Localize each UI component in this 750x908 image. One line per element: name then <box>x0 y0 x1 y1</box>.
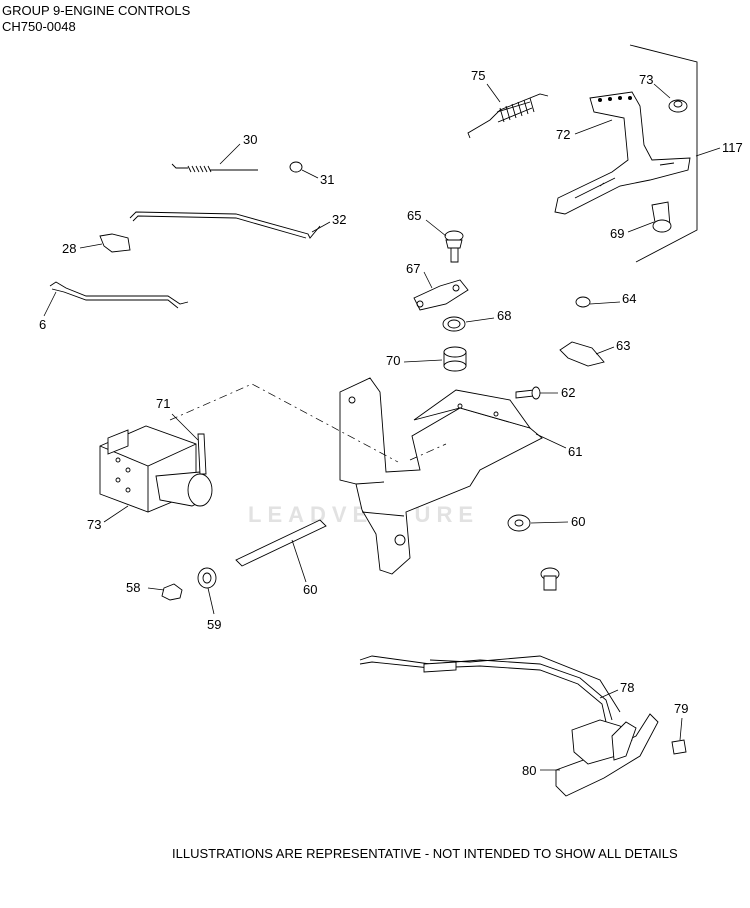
callout-65: 64 <box>622 291 637 306</box>
part-60-rod <box>235 519 327 567</box>
diagram-code: CH750-0048 <box>2 19 76 34</box>
part-6-rod <box>49 281 189 309</box>
part-32-rod <box>129 211 321 239</box>
watermark-logo: LEADVENTURE <box>248 502 480 527</box>
part-65-nut <box>575 296 591 308</box>
callout-77: 75 <box>471 68 486 83</box>
part-58-nut <box>161 583 183 601</box>
part-76-nut <box>668 99 688 113</box>
bolt-unlabeled <box>540 567 560 591</box>
callout-73-label: 73 <box>87 517 102 532</box>
part-68-bracket <box>413 279 469 311</box>
callout-69: 68 <box>497 308 512 323</box>
part-70-bushing <box>443 346 467 372</box>
part-79-screw <box>671 739 687 755</box>
disclaimer-footer: ILLUSTRATIONS ARE REPRESENTATIVE - NOT I… <box>172 846 678 861</box>
callout-61: 60 <box>571 514 586 529</box>
callout-32: 32 <box>332 212 347 227</box>
callout-70: 70 <box>386 353 401 368</box>
callout-62: 61 <box>568 444 583 459</box>
part-73-solenoid <box>99 425 213 513</box>
callout-30: 30 <box>243 132 258 147</box>
assembly-line-a <box>169 383 399 463</box>
callout-79: 79 <box>674 701 689 716</box>
group-title: GROUP 9-ENGINE CONTROLS <box>2 3 191 18</box>
callout-67: 65 <box>407 208 422 223</box>
callout-6: 6 <box>39 317 47 332</box>
callout-71: 69 <box>610 226 625 241</box>
part-80-bracket <box>555 713 659 797</box>
part-64-clamp <box>559 341 605 367</box>
callout-64: 63 <box>616 338 631 353</box>
callout-117: 117 <box>722 140 743 155</box>
part-61-washer <box>507 514 531 532</box>
part-71-pin <box>651 201 672 233</box>
part-31-nut <box>289 161 303 173</box>
callout-59: 59 <box>207 617 222 632</box>
callout-31: 31 <box>320 172 335 187</box>
part-59-nut <box>197 567 217 589</box>
callout-76: 73 <box>639 72 654 87</box>
part-67-bolt <box>444 230 464 263</box>
part-78-cable <box>359 655 621 723</box>
part-62-bracket <box>339 377 543 575</box>
assembly-line-b <box>409 443 447 461</box>
part-28-clip <box>99 233 131 253</box>
callout-80: 80 <box>522 763 537 778</box>
callout-63: 62 <box>561 385 576 400</box>
callout-68: 67 <box>406 261 421 276</box>
part-75-lever <box>554 91 691 215</box>
callout-28: 28 <box>62 241 77 256</box>
callout-60-label: 60 <box>303 582 318 597</box>
panel-117 <box>629 44 698 263</box>
callout-58: 58 <box>126 580 141 595</box>
part-72-pin <box>197 433 207 475</box>
leader-lines <box>43 83 721 771</box>
callout-78: 78 <box>620 680 635 695</box>
callout-75: 72 <box>556 127 571 142</box>
part-30-spring <box>171 163 258 173</box>
part-69-washer <box>442 316 466 332</box>
part-63-screw <box>515 386 541 400</box>
part-77-spring <box>467 93 549 139</box>
callout-72: 71 <box>156 396 171 411</box>
